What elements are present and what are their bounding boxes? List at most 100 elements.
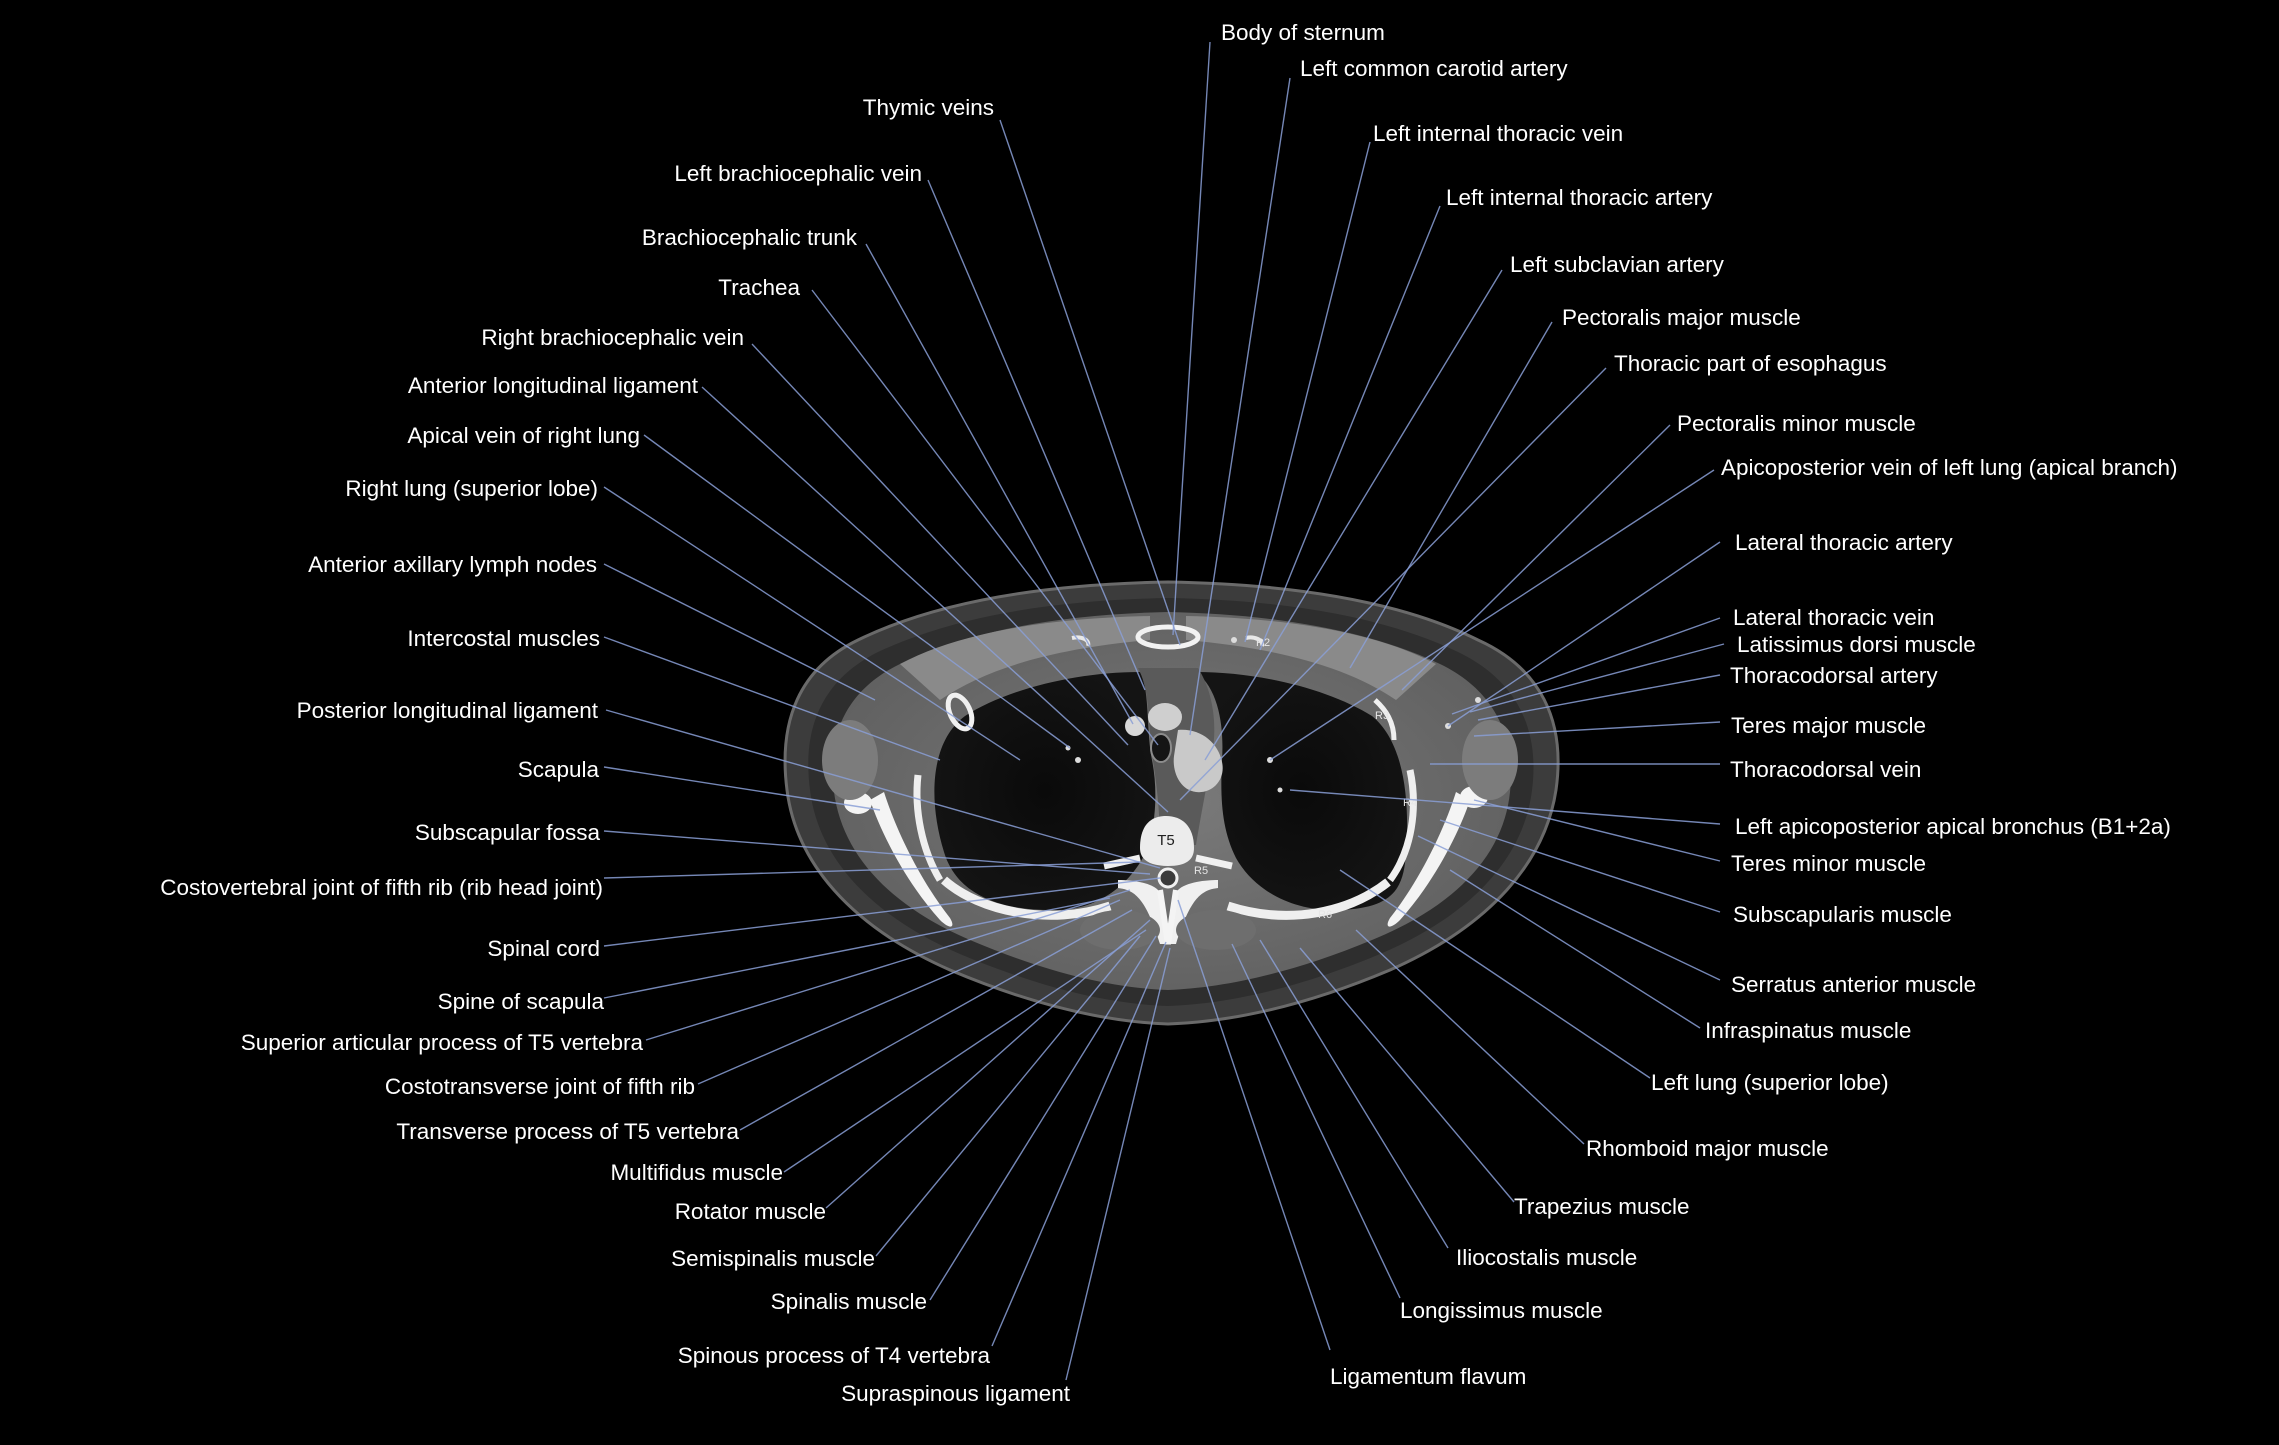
label-thoracodorsal-vein: Thoracodorsal vein — [1730, 757, 1921, 782]
label-pectoralis-major-muscle: Pectoralis major muscle — [1562, 305, 1801, 330]
label-thymic-veins: Thymic veins — [863, 95, 994, 120]
leader-right-lung-superior-lobe — [603, 486, 1021, 761]
leader-teres-major-muscle — [1473, 721, 1721, 737]
label-thoracodorsal-artery: Thoracodorsal artery — [1730, 663, 1938, 688]
label-left-apicoposterior-apical-bronchus: Left apicoposterior apical bronchus (B1+… — [1735, 814, 2171, 839]
label-transverse-process-t5: Transverse process of T5 vertebra — [396, 1119, 739, 1144]
label-multifidus-muscle: Multifidus muscle — [610, 1160, 783, 1185]
label-intercostal-muscles: Intercostal muscles — [407, 626, 600, 651]
leader-left-lung-superior-lobe — [1339, 869, 1651, 1079]
leader-rhomboid-major-muscle — [1355, 929, 1585, 1145]
label-serratus-anterior-muscle: Serratus anterior muscle — [1731, 972, 1976, 997]
rib-r-3 — [913, 774, 944, 882]
label-scapula: Scapula — [518, 757, 600, 782]
right-scapula — [870, 792, 953, 927]
rib-l-2 — [1373, 698, 1397, 741]
leader-spine-of-scapula — [603, 897, 1111, 999]
leader-transverse-process-t5 — [739, 909, 1133, 1131]
leader-superior-articular-process-t5 — [645, 889, 1131, 1041]
sternum-bone — [1135, 624, 1201, 650]
vertebra-tag: T5 — [1157, 832, 1175, 849]
label-supraspinous-ligament: Supraspinous ligament — [841, 1381, 1071, 1406]
leader-right-brachiocephalic-vein — [751, 343, 1129, 746]
vertebral-arch — [1118, 880, 1218, 944]
label-anterior-longitudinal-ligament: Anterior longitudinal ligament — [408, 373, 699, 398]
label-rotator-muscle: Rotator muscle — [675, 1199, 826, 1224]
rib-r-4 — [941, 876, 1112, 920]
label-anterior-axillary-lymph-nodes: Anterior axillary lymph nodes — [308, 552, 597, 577]
left-subclavian-vessel — [1173, 729, 1223, 793]
leader-left-subclavian-artery — [1204, 269, 1503, 761]
leader-serratus-anterior-muscle — [1417, 835, 1721, 981]
labels-left: Thymic veins Left brachiocephalic vein B… — [160, 95, 1070, 1406]
label-left-lung-superior-lobe: Left lung (superior lobe) — [1651, 1070, 1889, 1095]
leader-pectoralis-major-muscle — [1349, 321, 1553, 669]
rib-tag-r6: R6 — [1318, 909, 1332, 921]
label-subscapular-fossa: Subscapular fossa — [415, 820, 601, 845]
rib-r-2 — [945, 692, 975, 732]
leader-spinous-process-t4 — [991, 941, 1167, 1347]
label-ligamentum-flavum: Ligamentum flavum — [1330, 1364, 1526, 1389]
label-trachea: Trachea — [718, 275, 800, 300]
leader-iliocostalis-muscle — [1259, 939, 1449, 1249]
vertebral-arch-overlay — [1157, 889, 1179, 945]
label-spinal-cord: Spinal cord — [487, 936, 600, 961]
label-trapezius-muscle: Trapezius muscle — [1514, 1194, 1689, 1219]
leader-semispinalis-muscle — [875, 935, 1141, 1257]
left-humeral-region — [1462, 720, 1518, 800]
leader-brachiocephalic-trunk — [865, 243, 1134, 725]
leader-costovertebral-joint — [603, 861, 1141, 879]
label-subscapularis-muscle: Subscapularis muscle — [1733, 902, 1952, 927]
label-teres-major-muscle: Teres major muscle — [1731, 713, 1926, 738]
leader-rotator-muscle — [825, 919, 1151, 1209]
paraspinal-left — [1176, 910, 1256, 950]
label-semispinalis-muscle: Semispinalis muscle — [671, 1246, 875, 1271]
leader-multifidus-muscle — [783, 929, 1147, 1173]
leader-left-internal-thoracic-artery — [1259, 205, 1441, 651]
label-lateral-thoracic-artery: Lateral thoracic artery — [1735, 530, 1953, 555]
right-pectoral-muscles — [900, 616, 1150, 700]
leader-left-common-carotid-artery — [1189, 77, 1291, 736]
spinal-canal — [1157, 867, 1179, 889]
rib-tag-r3: R3 — [1375, 710, 1389, 722]
label-right-brachiocephalic-vein: Right brachiocephalic vein — [481, 325, 744, 350]
label-apical-vein-right-lung: Apical vein of right lung — [407, 423, 640, 448]
label-costovertebral-joint: Costovertebral joint of fifth rib (rib h… — [160, 875, 603, 900]
leader-subscapular-fossa — [603, 830, 1151, 875]
leader-lateral-thoracic-vein — [1451, 617, 1721, 715]
left-scapula — [1387, 792, 1470, 927]
leader-trachea — [811, 289, 1159, 746]
left-common-carotid-vessel — [1148, 703, 1182, 731]
label-apicoposterior-vein-left-lung: Apicoposterior vein of left lung (apical… — [1721, 455, 2178, 480]
rib-l-3 — [1387, 769, 1417, 883]
paraspinal-right — [1080, 910, 1160, 950]
leader-left-brachiocephalic-vein — [927, 179, 1146, 691]
label-infraspinatus-muscle: Infraspinatus muscle — [1705, 1018, 1911, 1043]
brachiocephalic-trunk-vessel — [1125, 716, 1145, 736]
label-costotransverse-joint: Costotransverse joint of fifth rib — [385, 1074, 695, 1099]
leader-posterior-longitudinal-ligament — [605, 709, 1161, 869]
leader-latissimus-dorsi-muscle — [1469, 643, 1725, 713]
leader-anterior-longitudinal-ligament — [701, 386, 1169, 813]
leader-infraspinatus-muscle — [1449, 869, 1701, 1029]
leader-thoracic-part-of-esophagus — [1179, 367, 1607, 801]
label-spinalis-muscle: Spinalis muscle — [771, 1289, 927, 1314]
rib-tag-r5: R5 — [1194, 865, 1208, 877]
leader-body-of-sternum — [1172, 41, 1211, 636]
leader-pectoralis-minor-muscle — [1401, 424, 1671, 691]
label-thoracic-part-of-esophagus: Thoracic part of esophagus — [1614, 351, 1887, 376]
leader-trapezius-muscle — [1299, 947, 1515, 1203]
leader-subscapularis-muscle — [1439, 819, 1721, 913]
leader-longissimus-muscle — [1231, 943, 1401, 1299]
vessel-dot — [1277, 787, 1283, 793]
label-left-internal-thoracic-artery: Left internal thoracic artery — [1446, 185, 1713, 210]
leader-ligamentum-flavum — [1177, 899, 1331, 1351]
leader-scapula — [603, 766, 881, 811]
label-latissimus-dorsi-muscle: Latissimus dorsi muscle — [1737, 632, 1976, 657]
ct-slice-image: T5 R2 R3 R4 R5 R6 — [783, 580, 1560, 1026]
label-pectoralis-minor-muscle: Pectoralis minor muscle — [1677, 411, 1916, 436]
label-left-brachiocephalic-vein: Left brachiocephalic vein — [674, 161, 922, 186]
leader-left-internal-thoracic-vein — [1244, 141, 1371, 643]
vessel-dot — [1231, 637, 1237, 643]
trachea-lumen — [1150, 733, 1172, 763]
